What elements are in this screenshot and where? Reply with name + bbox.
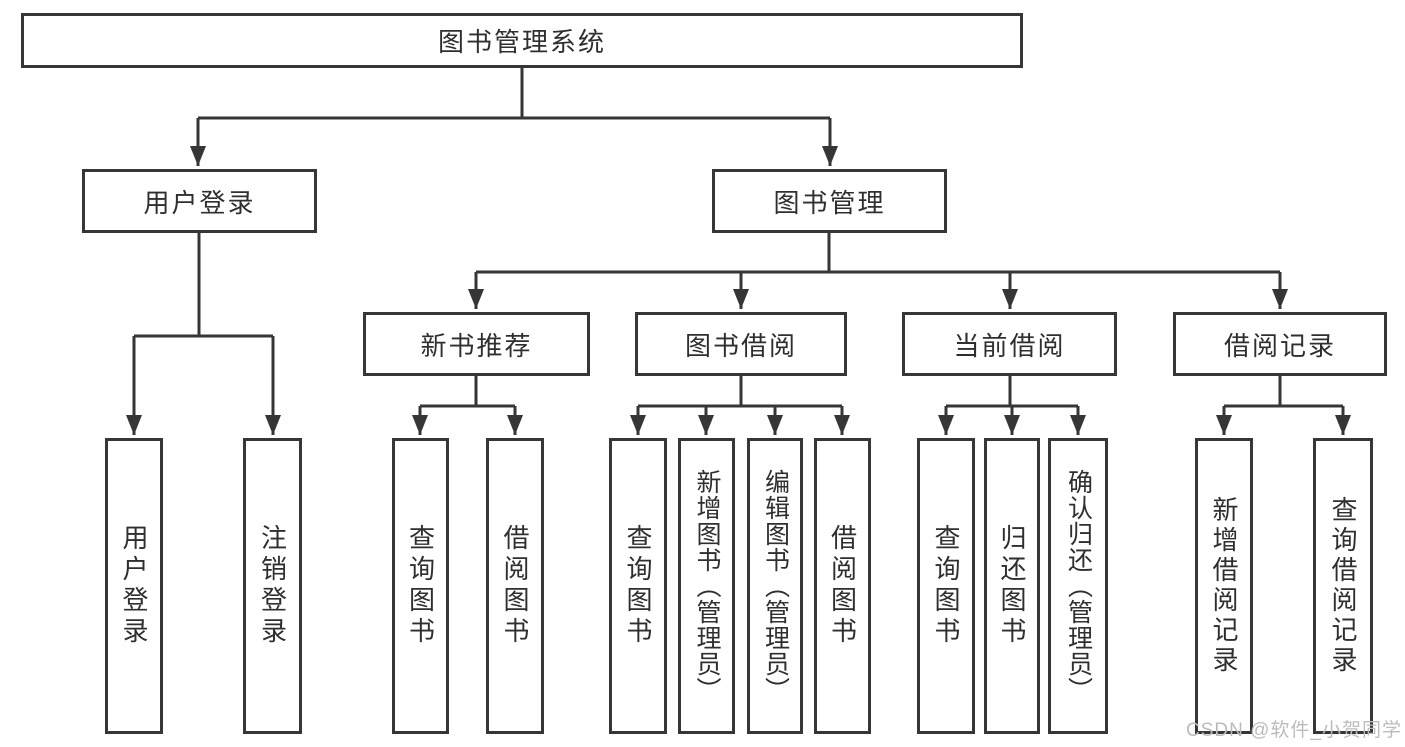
leaf-label: 借阅图书	[500, 524, 530, 648]
leaf-label: 新增借阅记录	[1209, 496, 1239, 676]
node-current-borrow: 当前借阅	[902, 312, 1117, 376]
node-user-login: 用户登录	[82, 169, 317, 233]
leaf-label: 查询图书	[931, 524, 961, 648]
leaf-return-books: 归还图书	[984, 438, 1040, 734]
leaf-query-books-3: 查询图书	[917, 438, 975, 734]
leaf-borrow-books-2: 借阅图书	[814, 438, 871, 734]
leaf-add-borrow-record: 新增借阅记录	[1195, 438, 1253, 734]
leaf-query-borrow-record: 查询借阅记录	[1313, 438, 1373, 734]
leaf-label: 查询图书	[623, 524, 653, 648]
leaf-label: 用户登录	[119, 524, 149, 648]
leaf-label: 新增图书（管理员）	[693, 469, 721, 703]
leaf-borrow-books-1: 借阅图书	[486, 438, 544, 734]
node-book-management: 图书管理	[712, 169, 947, 233]
node-new-book-recommend: 新书推荐	[363, 312, 590, 376]
leaf-edit-books-admin: 编辑图书（管理员）	[747, 438, 803, 734]
csdn-watermark: CSDN @软件_小贺同学	[1186, 720, 1402, 741]
leaf-label: 归还图书	[997, 524, 1027, 648]
leaf-label: 注销登录	[257, 524, 288, 648]
leaf-query-books-1: 查询图书	[392, 438, 449, 734]
leaf-label: 查询图书	[405, 524, 436, 648]
leaf-confirm-return-admin: 确认归还（管理员）	[1048, 438, 1108, 734]
leaf-add-books-admin: 新增图书（管理员）	[678, 438, 735, 734]
leaf-label: 编辑图书（管理员）	[761, 469, 790, 703]
leaf-label: 确认归还（管理员）	[1064, 469, 1093, 703]
leaf-label: 查询借阅记录	[1328, 496, 1358, 676]
node-root-system: 图书管理系统	[21, 13, 1023, 68]
node-borrow-records: 借阅记录	[1173, 312, 1387, 376]
leaf-query-books-2: 查询图书	[609, 438, 667, 734]
node-book-borrow: 图书借阅	[635, 312, 847, 376]
leaf-logout: 注销登录	[243, 438, 302, 734]
leaf-user-login: 用户登录	[105, 438, 163, 734]
leaf-label: 借阅图书	[827, 524, 858, 648]
